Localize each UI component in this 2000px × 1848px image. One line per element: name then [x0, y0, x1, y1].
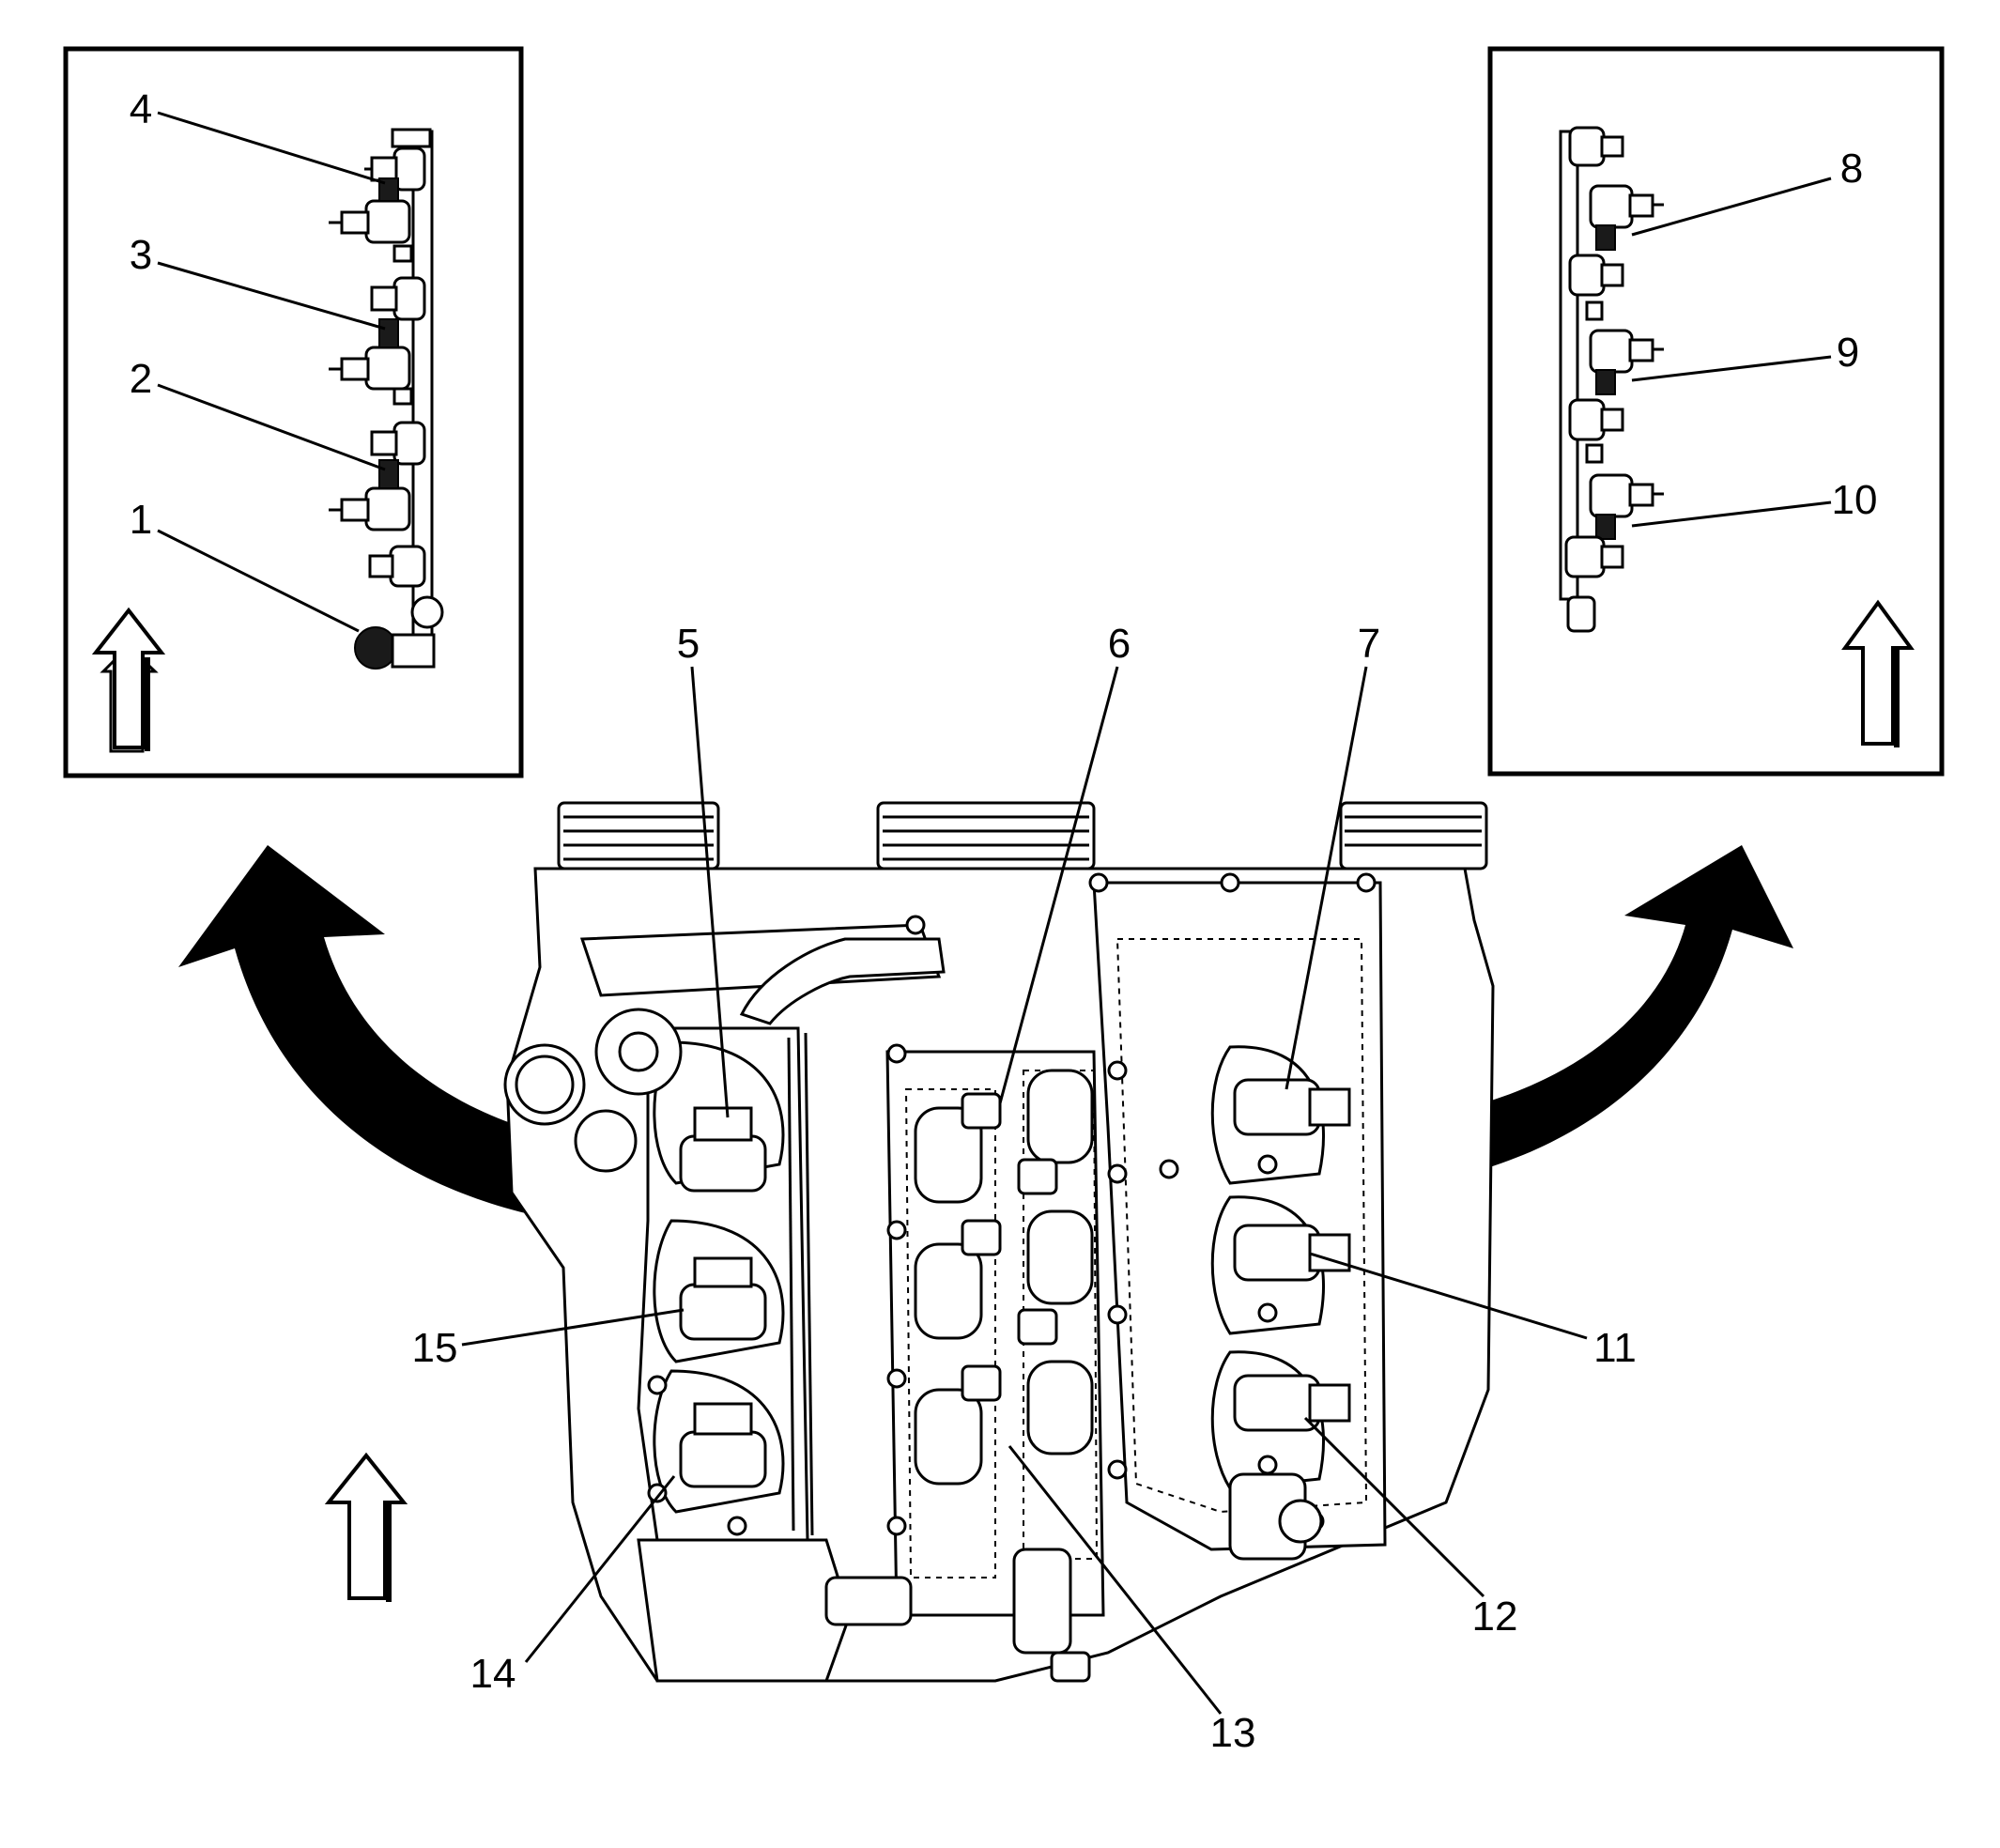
intake-port	[914, 1388, 983, 1486]
up-arrow-icon	[324, 1452, 408, 1602]
center-injector	[961, 1092, 1002, 1130]
callout-1: 1	[130, 497, 152, 543]
callout-3: 3	[130, 232, 152, 278]
right-rail-injector	[1589, 329, 1664, 395]
oil-filter	[503, 1043, 586, 1126]
center-injector	[1017, 1158, 1058, 1195]
callout-labels: 1 2 3 4 5 6 7 8 9 10 11 12 13 14 15	[130, 86, 1878, 1756]
callout-4: 4	[130, 86, 152, 132]
intake-port	[1026, 1069, 1094, 1164]
right-rail-injector	[1568, 126, 1624, 167]
left-rail-injector	[368, 545, 426, 588]
right-rail-injector	[1568, 398, 1624, 441]
lower-housing	[637, 1538, 1091, 1683]
intake-port	[914, 1242, 983, 1340]
pulley-right	[1339, 801, 1488, 870]
oil-fill-cap	[594, 1008, 683, 1096]
intake-port	[1026, 1360, 1094, 1455]
left-rail-injector	[329, 459, 411, 531]
engine-assembly	[503, 801, 1495, 1683]
left-inset-panel	[63, 46, 524, 778]
leader-lines	[157, 111, 1832, 1715]
right-fuel-rail	[1559, 126, 1664, 633]
center-injector	[961, 1364, 1002, 1402]
callout-9: 9	[1837, 330, 1859, 376]
intake-port	[1026, 1209, 1094, 1305]
throttle-body	[1228, 1472, 1323, 1561]
ignition-coil	[1233, 1224, 1351, 1282]
right-rail-injector	[1568, 254, 1624, 297]
left-fuel-rail	[329, 128, 444, 670]
left-rail-injector	[329, 318, 411, 391]
ignition-coil	[679, 1256, 767, 1341]
center-injector	[961, 1219, 1002, 1256]
right-inset-panel	[1487, 46, 1945, 777]
left-rail-injector	[370, 276, 426, 321]
intake-port	[914, 1106, 983, 1204]
callout-5: 5	[677, 621, 700, 667]
right-rail-injector	[1589, 473, 1664, 540]
ignition-coil	[679, 1106, 767, 1193]
pulley-left	[557, 801, 720, 870]
callout-13: 13	[1210, 1710, 1256, 1756]
callout-2: 2	[130, 356, 152, 402]
left-rail-injector	[370, 421, 426, 466]
callout-11: 11	[1593, 1325, 1637, 1371]
right-rail-injector	[1589, 184, 1664, 251]
up-arrow-icon	[91, 607, 166, 753]
callout-12: 12	[1472, 1594, 1518, 1640]
callout-7: 7	[1358, 621, 1380, 667]
ignition-coil	[679, 1402, 767, 1488]
right-rail-injector	[1564, 535, 1624, 578]
ignition-coil	[1233, 1374, 1351, 1432]
callout-8: 8	[1840, 146, 1863, 192]
callout-15: 15	[412, 1325, 458, 1371]
callout-14: 14	[470, 1651, 516, 1697]
callout-10: 10	[1832, 477, 1878, 523]
sensor-housing	[574, 1109, 638, 1173]
ignition-coil	[1233, 1078, 1351, 1136]
pulley-center	[876, 801, 1096, 870]
center-injector	[1017, 1308, 1058, 1346]
up-arrow-icon	[1841, 599, 1915, 747]
callout-6: 6	[1108, 621, 1131, 667]
